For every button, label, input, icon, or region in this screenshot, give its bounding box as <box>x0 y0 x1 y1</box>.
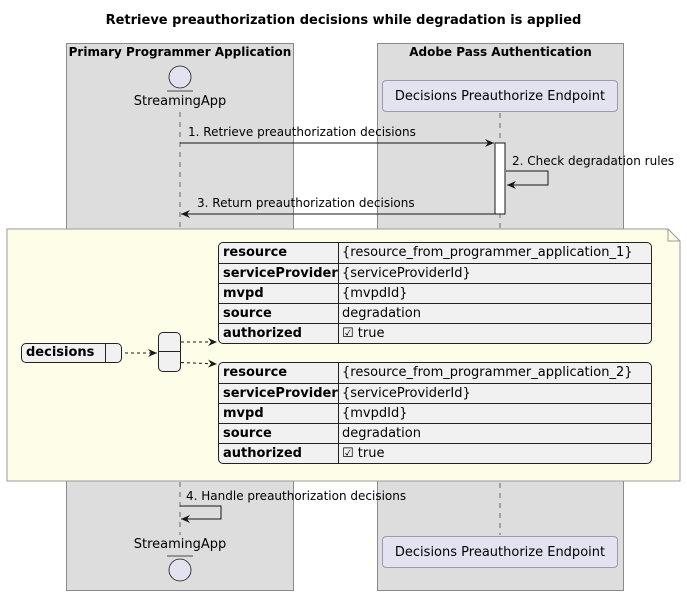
json-row: mvpd{mvpdId} <box>219 403 651 423</box>
json-row: serviceProvider{serviceProviderId} <box>219 383 651 403</box>
actor-streamingapp-bottom: StreamingApp <box>133 537 227 552</box>
json-key: serviceProvider <box>219 264 339 283</box>
json-object-2: resource{resource_from_programmer_applic… <box>218 362 652 464</box>
message-label-1: 1. Retrieve preauthorization decisions <box>188 125 416 139</box>
json-value: {serviceProviderId} <box>342 266 471 281</box>
json-row: mvpd{mvpdId} <box>219 283 651 303</box>
message-arrow-4 <box>180 505 222 523</box>
json-object-1: resource{resource_from_programmer_applic… <box>218 242 652 344</box>
json-key: source <box>219 424 339 443</box>
json-key: source <box>219 304 339 323</box>
json-key: serviceProvider <box>219 384 339 403</box>
json-root-decisions: decisions <box>21 343 122 363</box>
message-arrow-2 <box>506 170 549 189</box>
json-key: mvpd <box>219 404 339 423</box>
json-row: resource{resource_from_programmer_applic… <box>219 363 651 383</box>
json-value: degradation <box>342 306 421 321</box>
json-key: decisions <box>22 344 106 362</box>
actor-streamingapp-top: StreamingApp <box>133 94 227 109</box>
participant-endpoint-top: Decisions Preauthorize Endpoint <box>382 80 618 112</box>
json-key: authorized <box>219 324 339 343</box>
json-row: authorized☑ true <box>219 443 651 463</box>
json-row: serviceProvider{serviceProviderId} <box>219 263 651 283</box>
group-label: Adobe Pass Authentication <box>409 45 592 59</box>
actor-icon-bottom <box>168 558 192 582</box>
actor-icon-top <box>168 65 192 89</box>
json-key: mvpd <box>219 284 339 303</box>
json-value: {mvpdId} <box>342 286 408 301</box>
diagram-title: Retrieve preauthorization decisions whil… <box>105 13 582 28</box>
json-value: ☑ true <box>342 446 385 461</box>
group-label: Primary Programmer Application <box>68 45 292 59</box>
json-value: ☑ true <box>342 326 385 341</box>
json-array <box>158 332 181 372</box>
json-value: {serviceProviderId} <box>342 386 471 401</box>
message-label-2: 2. Check degradation rules <box>512 154 675 168</box>
json-key: resource <box>219 243 339 263</box>
json-key: authorized <box>219 444 339 463</box>
json-row: resource{resource_from_programmer_applic… <box>219 243 651 263</box>
message-label-3: 3. Return preauthorization decisions <box>197 196 415 210</box>
message-label-4: 4. Handle preauthorization decisions <box>186 489 407 503</box>
json-value: {resource_from_programmer_application_2} <box>342 365 633 380</box>
json-key: resource <box>219 363 339 383</box>
activation-bar <box>494 142 506 215</box>
json-value: {resource_from_programmer_application_1} <box>342 245 633 260</box>
json-value: {mvpdId} <box>342 406 408 421</box>
participant-endpoint-bottom: Decisions Preauthorize Endpoint <box>382 536 618 568</box>
json-row: authorized☑ true <box>219 323 651 343</box>
json-value: degradation <box>342 426 421 441</box>
